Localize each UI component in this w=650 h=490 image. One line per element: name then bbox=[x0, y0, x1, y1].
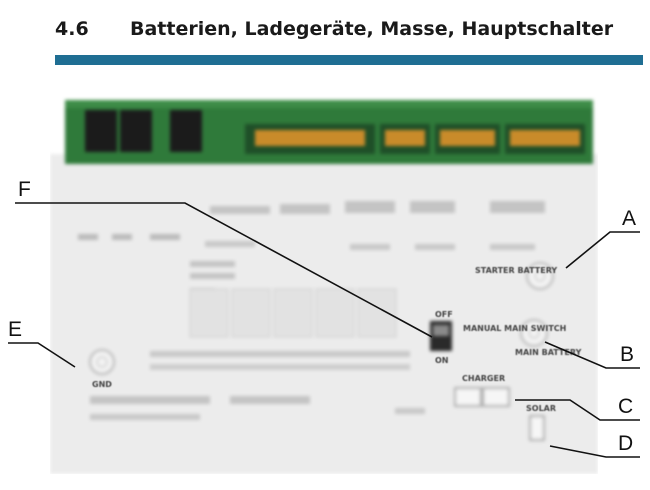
callout-e: E bbox=[8, 318, 23, 341]
leader-line-f bbox=[15, 202, 433, 338]
switch-off-label: OFF bbox=[435, 310, 453, 319]
leader-line-d bbox=[549, 445, 640, 458]
gnd-label: GND bbox=[92, 380, 112, 389]
switch-on-label: ON bbox=[435, 356, 449, 365]
section-number: 4.6 bbox=[55, 18, 89, 40]
leader-line-c bbox=[515, 399, 640, 421]
starter-battery-label: STARTER BATTERY bbox=[475, 266, 558, 275]
callout-d: D bbox=[618, 432, 634, 455]
callout-a: A bbox=[622, 207, 637, 230]
leader-line-b bbox=[544, 341, 640, 369]
leader-line-a bbox=[565, 231, 640, 269]
solar-label: SOLAR bbox=[526, 404, 557, 413]
callout-f: F bbox=[18, 178, 31, 201]
section-heading: 4.6 Batterien, Ladegeräte, Masse, Hauptsc… bbox=[55, 18, 613, 40]
heading-rule bbox=[55, 55, 643, 65]
charger-label: CHARGER bbox=[462, 374, 506, 383]
section-title: Batterien, Ladegeräte, Masse, Hauptschal… bbox=[130, 18, 614, 40]
main-battery-label: MAIN BATTERY bbox=[515, 348, 582, 357]
callout-b: B bbox=[620, 343, 635, 366]
leader-line-e bbox=[8, 342, 76, 368]
control-panel-photo: STARTER BATTERY MAIN BATTERY MANUAL MAIN… bbox=[50, 96, 598, 474]
panel-drawing bbox=[50, 100, 598, 474]
callout-c: C bbox=[618, 395, 634, 418]
